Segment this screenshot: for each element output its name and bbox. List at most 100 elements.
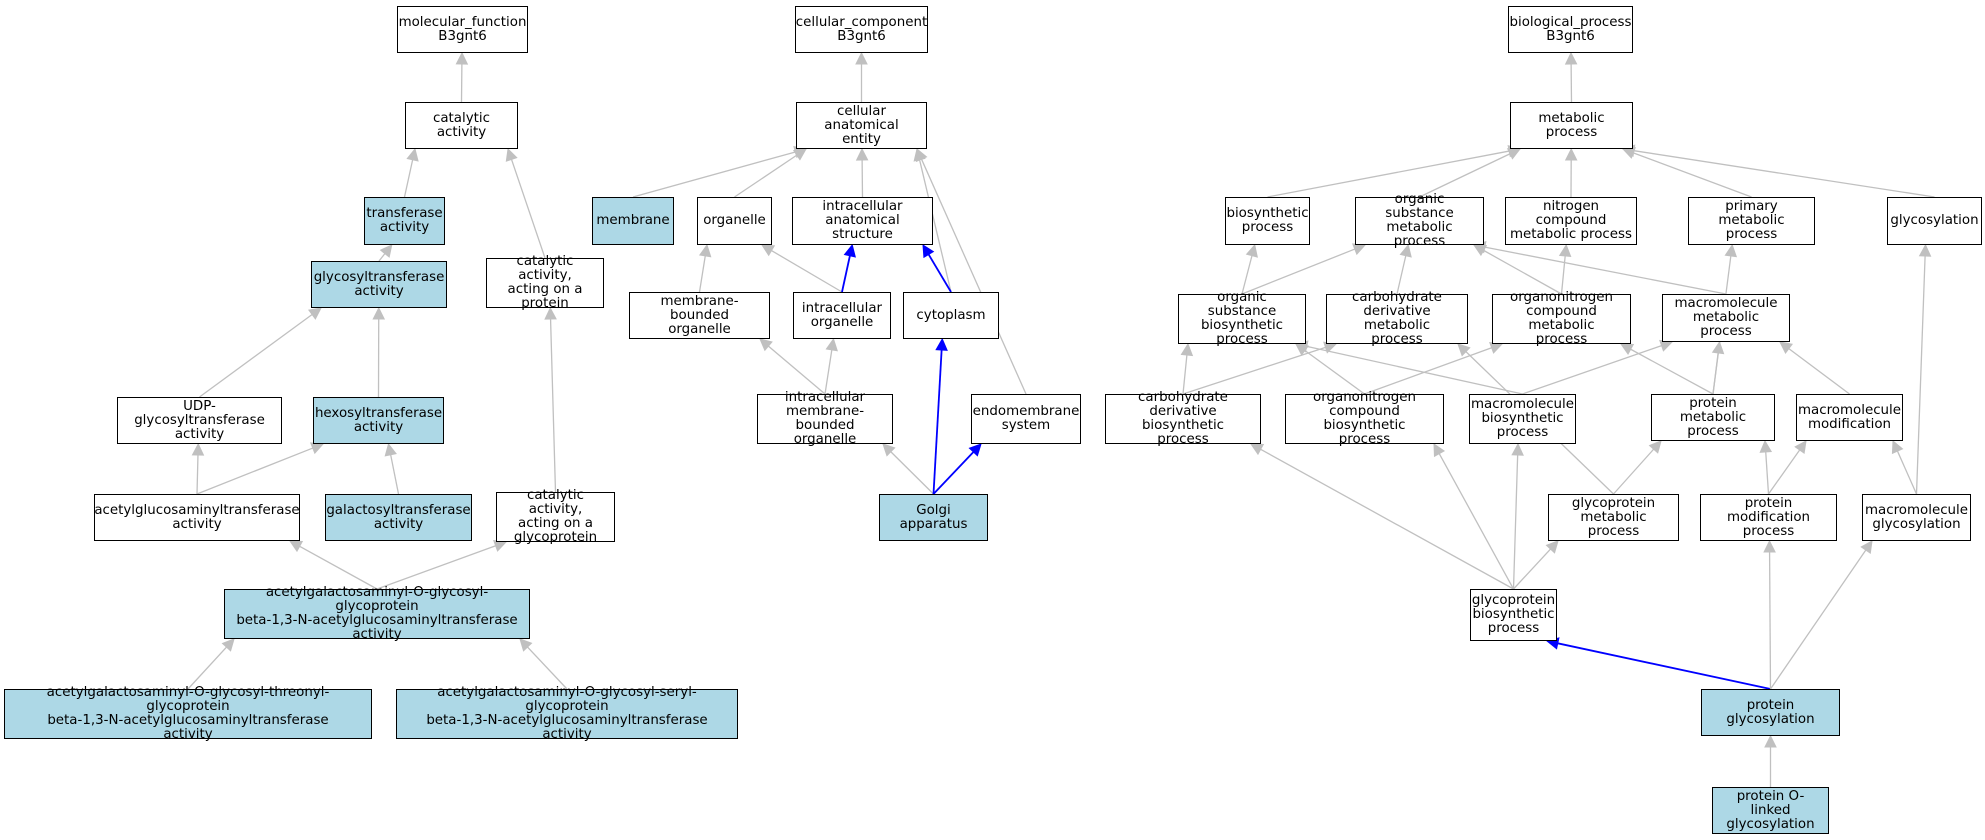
edge-arrowhead xyxy=(384,442,397,457)
edge-arrowhead xyxy=(455,51,469,65)
node-seryl-glycoprotein-b3gnt-activity[interactable]: acetylgalactosaminyl-O-glycosyl-seryl-gl… xyxy=(396,686,738,742)
node-cellular-anatomical-entity[interactable]: cellular anatomical entity xyxy=(796,102,927,149)
edge-catalytic_acting_glycoprotein-to-catalytic_acting_protein xyxy=(549,318,557,493)
edge-cytoplasm-to-cellular_anatomical_entity xyxy=(918,159,952,293)
edge-organonitrogen_biosynthetic-to-organonitrogen_metabolic xyxy=(1364,347,1492,395)
edge-arrowhead xyxy=(1250,443,1265,456)
edge-arrowhead xyxy=(1564,147,1578,161)
node-catalytic-activity[interactable]: catalytic activity xyxy=(405,102,518,149)
edge-arrowhead xyxy=(1764,734,1777,748)
node-udp-glycosyltransferase-activity[interactable]: UDP-glycosyltransferase activity xyxy=(117,397,282,444)
node-cellular-component-root[interactable]: cellular_component B3gnt6 xyxy=(795,6,928,53)
edge-arrowhead xyxy=(1399,243,1412,258)
node-glycosyltransferase-activity[interactable]: glycosyltransferase activity xyxy=(311,261,447,308)
node-metabolic-process[interactable]: metabolic process xyxy=(1510,102,1633,149)
node-golgi-apparatus[interactable]: Golgi apparatus xyxy=(879,494,988,541)
edge-b3gnt_activity-to-catalytic_acting_glycoprotein xyxy=(376,545,496,590)
edge-arrowhead xyxy=(289,540,304,553)
edge-organic_substance_biosynthetic-to-organic_substance_metabolic xyxy=(1241,248,1356,295)
node-macromolecule-glycosylation[interactable]: macromolecule glycosylation xyxy=(1862,494,1971,541)
node-biological-process-root[interactable]: biological_process B3gnt6 xyxy=(1508,6,1633,53)
edge-acetylglucosaminyltransferase-to-udp_glycosyltransferase xyxy=(196,454,199,495)
edge-membrane-to-cellular_anatomical_entity xyxy=(632,151,796,198)
node-organonitrogen-compound-metabolic-process[interactable]: organonitrogen compound metabolic proces… xyxy=(1492,291,1631,347)
node-macromolecule-modification[interactable]: macromolecule modification xyxy=(1796,394,1903,441)
edge-arrowhead xyxy=(1245,243,1258,258)
edge-intracellular_organelle-to-intracellular_anatomical_structure xyxy=(841,255,851,293)
edge-macromolecule_modification-to-macromolecule_metabolic xyxy=(1788,348,1850,395)
edge-seryl_activity-to-b3gnt_activity xyxy=(527,646,568,690)
edge-arrowhead xyxy=(1620,343,1635,356)
node-organonitrogen-compound-biosynthetic-process[interactable]: organonitrogen compound biosynthetic pro… xyxy=(1285,391,1444,447)
node-intracellular-organelle[interactable]: intracellular organelle xyxy=(793,292,891,339)
edge-arrowhead xyxy=(968,443,982,457)
edge-transferase_activity-to-catalytic_activity xyxy=(403,159,414,198)
edge-arrowhead xyxy=(191,442,205,456)
node-membrane[interactable]: membrane xyxy=(592,197,674,245)
edge-b3gnt_activity-to-acetylglucosaminyltransferase xyxy=(299,545,378,590)
node-endomembrane-system[interactable]: endomembrane system xyxy=(971,394,1081,444)
node-intracellular-membrane-bounded-organelle[interactable]: intracellular membrane-bounded organelle xyxy=(757,391,893,447)
edge-macromolecule_glycosylation-to-macromolecule_modification xyxy=(1896,450,1918,495)
node-intracellular-anatomical-structure[interactable]: intracellular anatomical structure xyxy=(792,197,933,245)
edge-arrowhead xyxy=(379,244,393,258)
edge-macromolecule_glycosylation-to-glycosylation xyxy=(1915,255,1926,495)
node-protein-metabolic-process[interactable]: protein metabolic process xyxy=(1651,394,1775,441)
node-glycoprotein-b3gnt-activity[interactable]: acetylgalactosaminyl-O-glycosyl-glycopro… xyxy=(224,586,530,642)
edge-glycoprotein_biosynthetic-to-macromolecule_biosynthetic xyxy=(1512,454,1519,590)
edge-arrowhead xyxy=(1648,440,1662,454)
node-primary-metabolic-process[interactable]: primary metabolic process xyxy=(1688,197,1815,245)
edge-protein_modification-to-protein_metabolic xyxy=(1765,451,1770,495)
edge-arrowhead xyxy=(855,147,869,161)
node-glycosylation[interactable]: glycosylation xyxy=(1887,197,1982,245)
edge-arrowhead xyxy=(935,337,948,351)
edge-arrowhead xyxy=(1779,341,1793,354)
node-macromolecule-metabolic-process[interactable]: macromolecule metabolic process xyxy=(1662,294,1790,342)
node-protein-modification-process[interactable]: protein modification process xyxy=(1700,494,1837,541)
edge-golgi_apparatus-to-intracellular_membrane_bounded_organelle xyxy=(890,451,934,495)
edge-acetylglucosaminyltransferase-to-hexosyltransferase xyxy=(196,447,314,495)
node-glycoprotein-biosynthetic-process[interactable]: glycoprotein biosynthetic process xyxy=(1470,589,1557,641)
edge-organonitrogen_biosynthetic-to-organic_substance_biosynthetic xyxy=(1304,349,1365,395)
edge-arrowhead xyxy=(1724,243,1738,258)
edge-carbohydrate_derivative_metabolic-to-organic_substance_metabolic xyxy=(1396,255,1407,295)
edge-arrowhead xyxy=(1511,442,1524,456)
edge-primary_metabolic-to-metabolic_process xyxy=(1633,152,1752,198)
node-glycoprotein-metabolic-process[interactable]: glycoprotein metabolic process xyxy=(1548,494,1679,541)
node-hexosyltransferase-activity[interactable]: hexosyltransferase activity xyxy=(313,397,444,444)
node-macromolecule-biosynthetic-process[interactable]: macromolecule biosynthetic process xyxy=(1469,394,1576,444)
edge-glycoprotein_biosynthetic-to-organonitrogen_biosynthetic xyxy=(1438,453,1515,590)
node-carbohydrate-derivative-biosynthetic-process[interactable]: carbohydrate derivative biosynthetic pro… xyxy=(1105,391,1261,447)
node-organelle[interactable]: organelle xyxy=(697,197,772,245)
node-biosynthetic-process[interactable]: biosynthetic process xyxy=(1225,197,1310,245)
edge-arrowhead xyxy=(1711,340,1725,355)
node-carbohydrate-derivative-metabolic-process[interactable]: carbohydrate derivative metabolic proces… xyxy=(1326,291,1468,347)
edge-arrowhead xyxy=(1891,439,1904,455)
node-catalytic-activity-acting-on-protein[interactable]: catalytic activity, acting on a protein xyxy=(486,255,604,311)
edge-arrowhead xyxy=(1860,540,1873,555)
edge-protein_modification-to-macromolecule_modification xyxy=(1767,449,1801,495)
node-galactosyltransferase-activity[interactable]: galactosyltransferase activity xyxy=(325,494,472,541)
edge-protein_metabolic-to-macromolecule_metabolic xyxy=(1712,352,1719,395)
node-organic-substance-biosynthetic-process[interactable]: organic substance biosynthetic process xyxy=(1178,291,1306,347)
node-cytoplasm[interactable]: cytoplasm xyxy=(903,292,999,339)
node-transferase-activity[interactable]: transferase activity xyxy=(364,197,445,245)
node-threonyl-glycoprotein-b3gnt-activity[interactable]: acetylgalactosaminyl-O-glycosyl-threonyl… xyxy=(4,686,372,742)
edge-arrowhead xyxy=(1564,51,1578,65)
edge-golgi_apparatus-to-endomembrane_system xyxy=(932,451,975,495)
edge-arrowhead xyxy=(792,148,807,161)
edge-intracellular_organelle-to-organelle xyxy=(771,250,843,293)
node-molecular-function-root[interactable]: molecular_function B3gnt6 xyxy=(397,6,528,53)
edge-arrowhead xyxy=(1759,439,1773,453)
node-protein-glycosylation[interactable]: protein glycosylation xyxy=(1701,689,1840,736)
node-organic-substance-metabolic-process[interactable]: organic substance metabolic process xyxy=(1355,193,1484,249)
node-nitrogen-compound-metabolic-process[interactable]: nitrogen compound metabolic process xyxy=(1505,197,1637,245)
node-protein-o-linked-glycosylation[interactable]: protein O-linked glycosylation xyxy=(1712,787,1829,834)
node-acetylglucosaminyltransferase-activity[interactable]: acetylglucosaminyltransferase activity xyxy=(94,494,300,541)
edge-glycoprotein_biosynthetic-to-carbohydrate_derivative_biosynthetic xyxy=(1260,448,1514,590)
edge-arrowhead xyxy=(825,337,838,352)
node-membrane-bounded-organelle[interactable]: membrane-bounded organelle xyxy=(629,292,770,339)
node-catalytic-activity-acting-on-glycoprotein[interactable]: catalytic activity, acting on a glycopro… xyxy=(496,489,615,545)
edge-glycoprotein_biosynthetic-to-glycoprotein_metabolic xyxy=(1513,548,1551,590)
